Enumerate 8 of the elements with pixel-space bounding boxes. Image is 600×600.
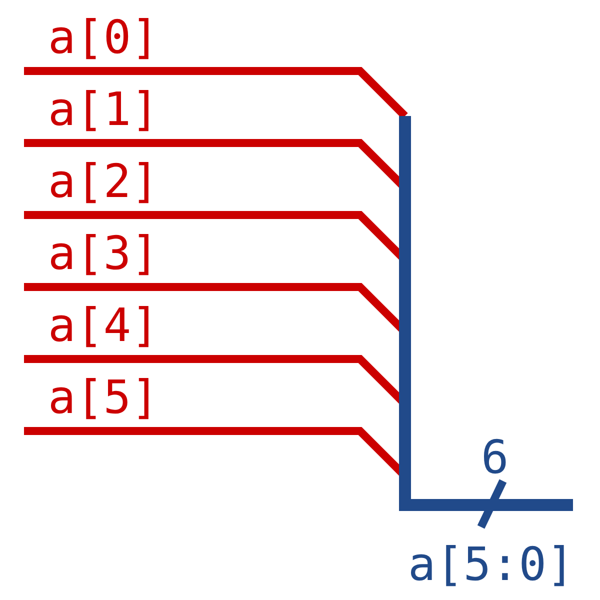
- signal-label: a[0]: [48, 14, 159, 60]
- signal-label: a[5]: [48, 374, 159, 420]
- signal-label: a[3]: [48, 230, 159, 276]
- signal-label: a[1]: [48, 86, 159, 132]
- bus-label: a[5:0]: [408, 541, 574, 587]
- bus-width-label: 6: [481, 434, 509, 480]
- signal-label: a[4]: [48, 302, 159, 348]
- signal-label: a[2]: [48, 158, 159, 204]
